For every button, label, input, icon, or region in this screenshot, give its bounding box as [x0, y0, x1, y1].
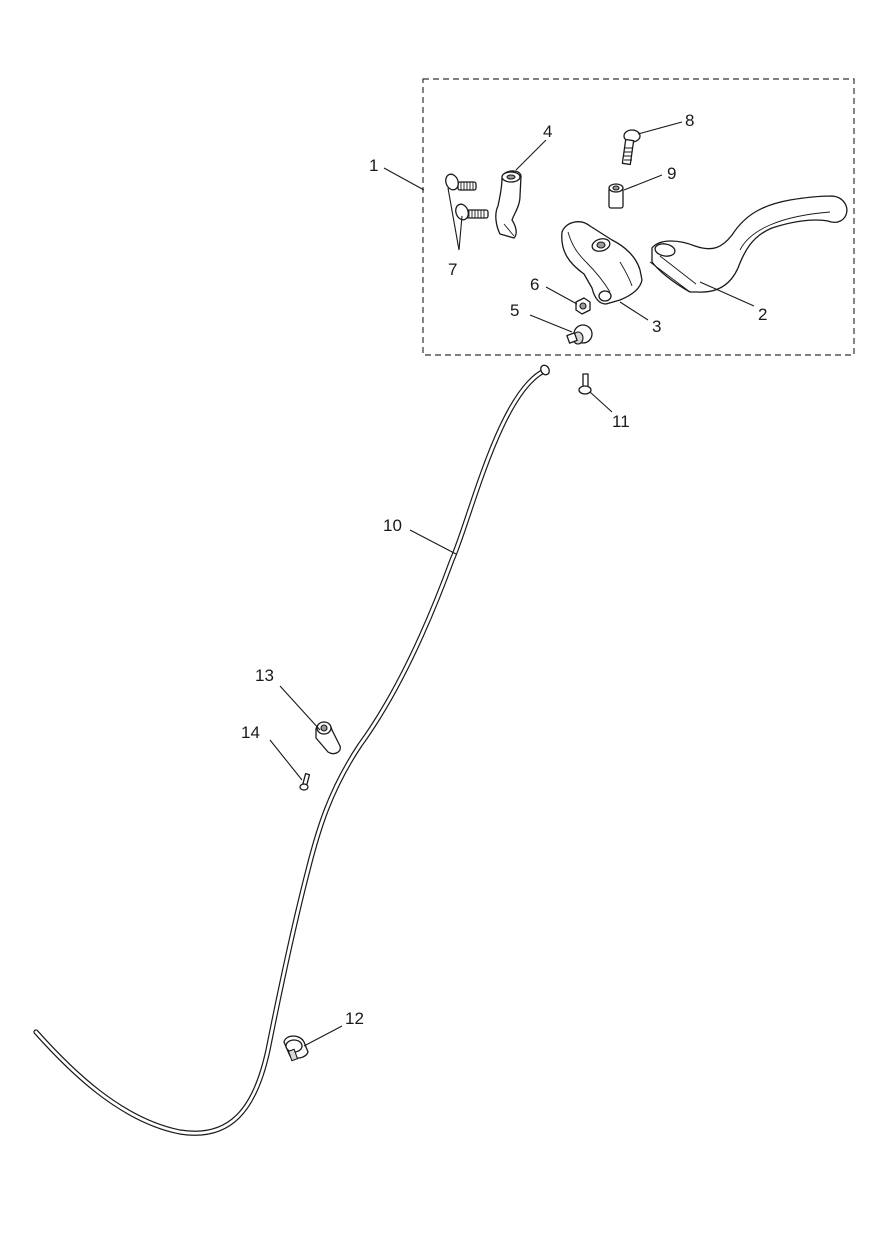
pivot-bolt: [621, 129, 641, 166]
kit-boundary-box: [422, 78, 855, 356]
callout-7: 7: [448, 260, 457, 279]
callout-9: 9: [667, 164, 676, 183]
cable-clip-12: [283, 1035, 309, 1062]
clamp-bolt-upper: [445, 173, 477, 191]
cable-clip-13: [315, 721, 341, 755]
lever-bracket: [561, 221, 643, 305]
callout-11: 11: [612, 412, 630, 431]
callout-10: 10: [383, 516, 402, 535]
callout-5: 5: [510, 301, 519, 320]
callout-14: 14: [241, 723, 260, 742]
clip-screw-14: [299, 773, 311, 791]
callout-13: 13: [255, 666, 274, 685]
clamp-bolt-lower: [455, 203, 489, 221]
clutch-lever: [649, 195, 848, 293]
cable-adjuster: [566, 324, 593, 345]
callout-6: 6: [530, 275, 539, 294]
handlebar-clamp: [495, 170, 522, 239]
callout-8: 8: [685, 111, 694, 130]
callout-3: 3: [652, 317, 661, 336]
callout-12: 12: [345, 1009, 364, 1028]
callout-2: 2: [758, 305, 767, 324]
mounting-screw: [578, 373, 592, 395]
callout-4: 4: [543, 122, 552, 141]
leader-lines: [269, 121, 755, 1047]
callout-1: 1: [369, 156, 378, 175]
clutch-cable: [33, 364, 550, 1136]
locknut: [575, 297, 591, 315]
pivot-bush: [608, 183, 624, 209]
